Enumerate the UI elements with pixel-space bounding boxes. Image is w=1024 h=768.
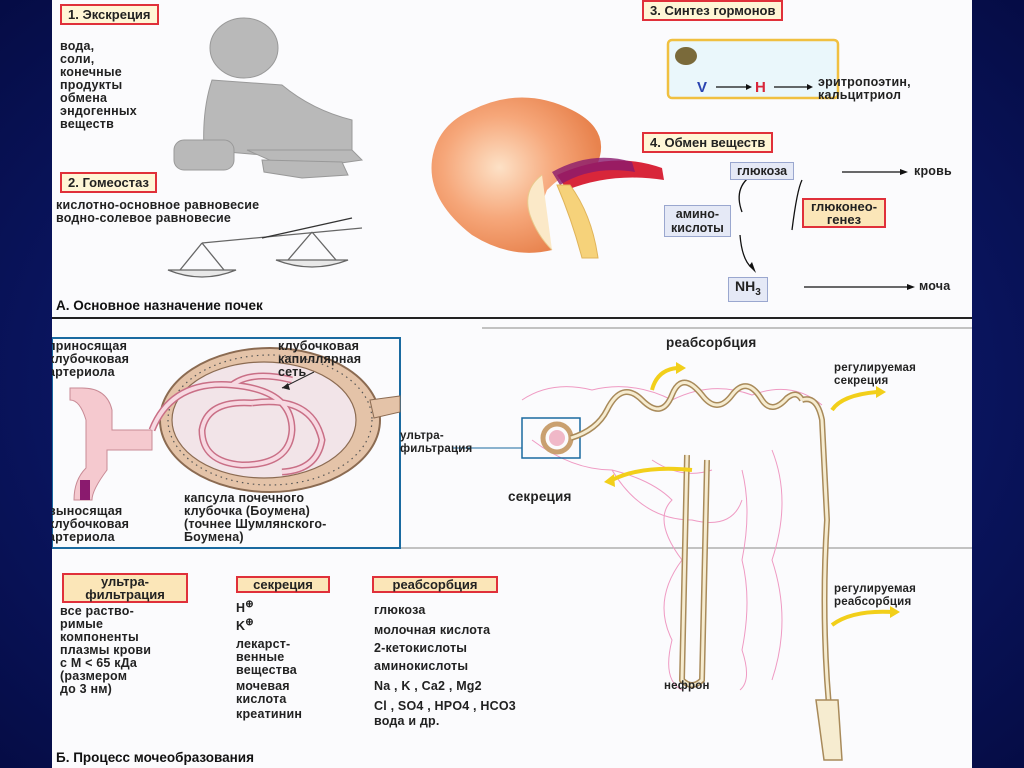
section-a-caption: А. Основное назначение почек bbox=[56, 298, 263, 313]
nh3-text: NH bbox=[735, 278, 756, 294]
reabsorption-item-glucose: глюкоза bbox=[374, 603, 426, 617]
secretion-item-creatinine: креатинин bbox=[236, 707, 303, 721]
capillary-network-label: клубочковая капиллярная сеть bbox=[278, 339, 362, 379]
child-figure bbox=[173, 17, 364, 179]
hormone-products: эритропоэтин, кальцитриол bbox=[818, 75, 911, 102]
bowman-capsule-label: капсула почечного клубочка (Боумена) (то… bbox=[184, 491, 327, 544]
secretion-item-k: K⊕ bbox=[236, 616, 254, 633]
secretion-item-k-text: K bbox=[236, 619, 246, 633]
gluconeogenesis-label: глюконео- генез bbox=[802, 198, 886, 228]
reabsorption-top-label: реабсорбция bbox=[666, 335, 757, 350]
nephron-drawing bbox=[452, 362, 900, 761]
reabsorption-item-ketoacids: 2-кетокислоты bbox=[374, 641, 468, 655]
amino-acids-box: амино- кислоты bbox=[664, 205, 731, 237]
reabsorption-ions-2: Cl , SO4 , HPO4 , HCO3 bbox=[374, 699, 516, 713]
nh3-box: NH3 bbox=[728, 277, 768, 302]
hormones-title: 3. Синтез гормонов bbox=[642, 0, 784, 21]
content-panel: 1. Экскреция вода, соли, конечные продук… bbox=[52, 0, 972, 768]
ultrafiltration-col-text: все раство- римые компоненты плазмы кров… bbox=[60, 604, 152, 696]
scales-drawing bbox=[167, 217, 363, 278]
secretion-item-h: H⊕ bbox=[236, 598, 254, 615]
ultrafiltration-col-title: ультра- фильтрация bbox=[62, 573, 188, 603]
secretion-col-title: секреция bbox=[236, 576, 330, 593]
reabsorption-item-lactic: молочная кислота bbox=[374, 623, 491, 637]
afferent-arteriole-label: приносящая клубочковая артериола bbox=[52, 339, 130, 379]
reabsorption-ions-1: Na , K , Ca2 , Mg2 bbox=[374, 679, 482, 693]
reabsorption-col-title: реабсорбция bbox=[372, 576, 498, 593]
homeostasis-title: 2. Гомеостаз bbox=[60, 172, 158, 193]
reabsorption-item-amino: аминокислоты bbox=[374, 659, 469, 673]
glucose-box: глюкоза bbox=[730, 162, 795, 180]
plus-icon: ⊕ bbox=[245, 598, 254, 610]
illustrations-layer bbox=[52, 17, 972, 761]
excretion-text: вода, соли, конечные продукты обмена энд… bbox=[60, 39, 137, 131]
h-label: H bbox=[755, 79, 766, 96]
secretion-label: секреция bbox=[508, 489, 572, 504]
secretion-item-drugs: лекарст- венные вещества bbox=[236, 637, 297, 677]
metabolism-title: 4. Обмен веществ bbox=[642, 132, 774, 153]
regulated-reabsorption-label: регулируемая реабсорбция bbox=[834, 583, 917, 608]
nh3-subscript: 3 bbox=[755, 286, 761, 298]
hormone-cell-box bbox=[666, 38, 840, 100]
blood-label: кровь bbox=[914, 164, 952, 178]
kidney-drawing bbox=[431, 97, 664, 259]
efferent-arteriole-label: выносящая клубочковая артериола bbox=[52, 504, 130, 544]
ultrafiltration-label: ультра- фильтрация bbox=[400, 430, 473, 455]
regulated-secretion-label: регулируемая секреция bbox=[834, 362, 917, 387]
v-label: V bbox=[697, 79, 708, 96]
reabsorption-other: вода и др. bbox=[374, 714, 440, 728]
urine-label: моча bbox=[919, 279, 951, 293]
homeostasis-text: кислотно-основное равновесие водно-солев… bbox=[56, 198, 260, 225]
secretion-item-uric-acid: мочевая кислота bbox=[236, 679, 290, 706]
plus-icon: ⊕ bbox=[245, 616, 254, 628]
secretion-item-h-text: H bbox=[236, 601, 246, 615]
excretion-title: 1. Экскреция bbox=[60, 4, 159, 25]
section-b-caption: Б. Процесс мочеобразования bbox=[56, 750, 254, 765]
glomerulus-drawing bbox=[52, 337, 401, 549]
nephron-label: нефрон bbox=[664, 680, 710, 692]
